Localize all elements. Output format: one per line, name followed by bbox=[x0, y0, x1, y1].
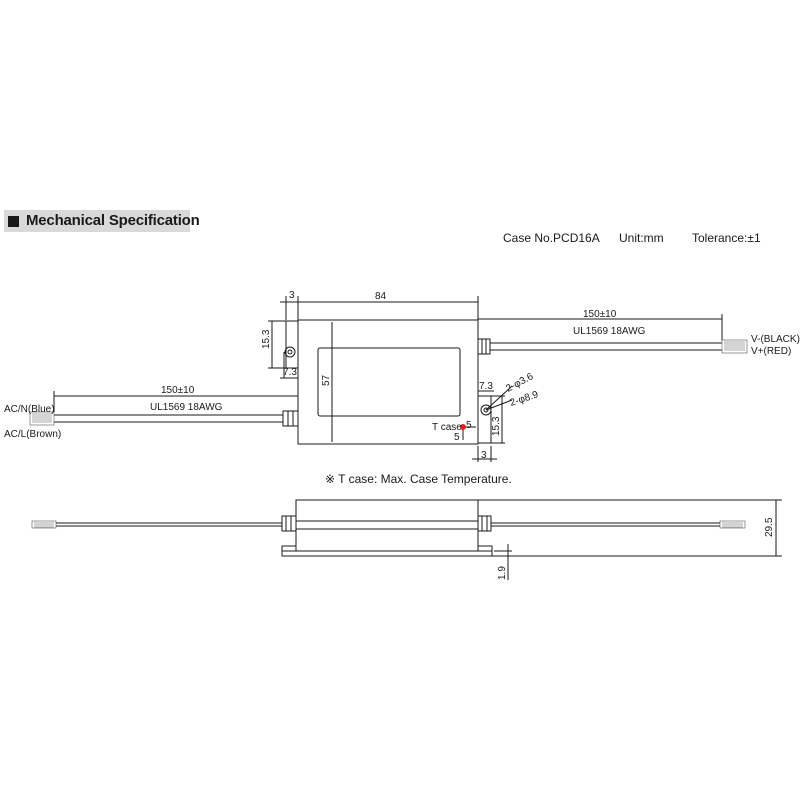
tcase-dim-x: 5 bbox=[466, 420, 472, 431]
dim-overall-width: 84 bbox=[375, 291, 387, 302]
right-mount-hole-inner bbox=[483, 407, 489, 413]
output-cable bbox=[477, 338, 748, 355]
right-mount-hole bbox=[480, 404, 492, 416]
dim-tab-width-right: 3 bbox=[481, 450, 487, 461]
input-wire-blue: AC/N(Blue) bbox=[4, 404, 55, 415]
output-wire-black: V-(BLACK) bbox=[751, 334, 800, 345]
input-cable-spec: UL1569 18AWG bbox=[150, 402, 223, 413]
input-wire-brown: AC/L(Brown) bbox=[4, 429, 61, 440]
left-mount-hole bbox=[284, 346, 296, 358]
unit-label: Unit:mm bbox=[619, 231, 664, 245]
tcase-note: ※ T case: Max. Case Temperature. bbox=[325, 472, 512, 486]
top-view bbox=[29, 296, 748, 462]
tcase-dim-y: 5 bbox=[454, 432, 460, 443]
side-view bbox=[31, 499, 782, 580]
dim-side-height: 29.5 bbox=[764, 517, 775, 537]
dim-tab-height-right: 15.3 bbox=[491, 416, 502, 436]
input-cable bbox=[29, 410, 299, 427]
output-wire-red: V+(RED) bbox=[751, 346, 791, 357]
tcase-label: T case bbox=[432, 422, 462, 433]
case-body bbox=[297, 319, 479, 445]
section-title: Mechanical Specification bbox=[26, 212, 200, 229]
side-case-body bbox=[295, 499, 479, 552]
left-mount-hole-inner bbox=[287, 349, 293, 355]
dim-hole-offset-left: 7.3 bbox=[283, 367, 297, 378]
dim-tab-height: 15.3 bbox=[261, 329, 272, 349]
tolerance-label: Tolerance:±1 bbox=[692, 231, 761, 245]
tcase-point-icon bbox=[460, 424, 466, 430]
side-flange bbox=[281, 550, 493, 557]
dim-tab-width: 3 bbox=[289, 290, 295, 301]
section-header: Mechanical Specification bbox=[4, 210, 200, 232]
case-number: Case No.PCD16A bbox=[503, 231, 600, 245]
dim-side-flange: 1.9 bbox=[497, 566, 508, 580]
dim-hole-offset-right: 7.3 bbox=[479, 381, 493, 392]
header-square-icon bbox=[8, 216, 19, 227]
output-cable-spec: UL1569 18AWG bbox=[573, 326, 646, 337]
right-mount-tab bbox=[478, 395, 492, 444]
dim-body-height: 57 bbox=[321, 374, 332, 386]
left-mount-tab bbox=[285, 320, 298, 369]
input-cable-length: 150±10 bbox=[161, 385, 195, 396]
output-cable-length: 150±10 bbox=[583, 309, 617, 320]
label-recess bbox=[317, 347, 461, 417]
